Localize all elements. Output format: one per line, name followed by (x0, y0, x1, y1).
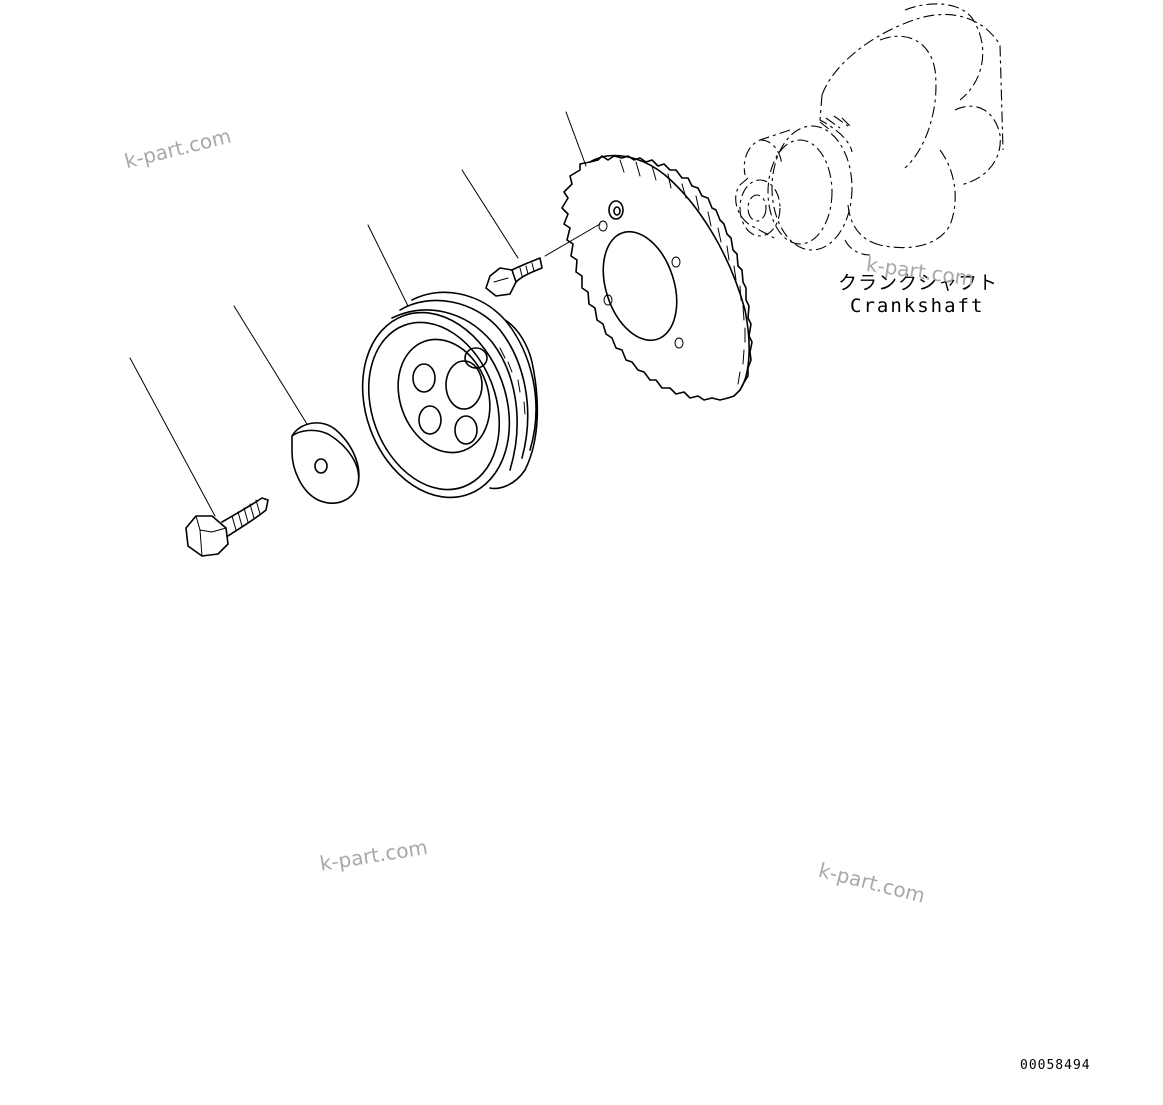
drawing-number: 00058494 (1020, 1058, 1091, 1073)
crankshaft-label-english: Crankshaft (850, 295, 985, 317)
washer (291, 422, 360, 504)
leader-line-bolt (129, 357, 216, 517)
leader-lines (129, 111, 587, 517)
tone-wheel (561, 154, 753, 401)
leader-line-flange-bolt (461, 169, 519, 259)
leader-line-washer (233, 305, 308, 425)
leader-line-tone-wheel (565, 111, 587, 167)
leader-line-pulley (367, 224, 409, 307)
flange-bolt (485, 223, 601, 297)
pulley (361, 291, 539, 499)
hex-bolt (185, 497, 269, 557)
crankshaft-phantom (735, 3, 1004, 256)
crankshaft-label-japanese: クランクシャフト (838, 272, 999, 294)
